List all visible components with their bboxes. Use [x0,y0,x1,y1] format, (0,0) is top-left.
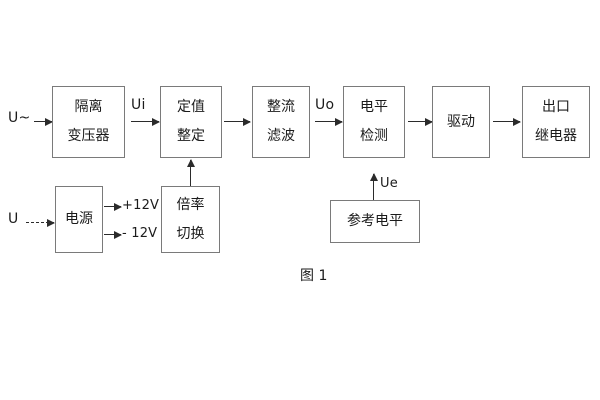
arrow-drive-to-output-relay [493,121,520,123]
block-level-detect: 电平 检测 [343,86,405,158]
block-setting-value: 定值 整定 [160,86,222,158]
block-level-detect-line-2: 检测 [360,128,388,144]
block-reference-level-line-1: 参考电平 [347,213,403,230]
arrow-reference-level-to-level-detect [373,174,375,200]
supply-negative-label: - 12V [122,226,158,241]
block-power-supply: 电源 [55,186,103,253]
block-rectify-filter: 整流 滤波 [252,86,310,158]
block-isolation-transformer: 隔离 变压器 [52,86,125,158]
input-ac-label: U~ [8,110,31,126]
arrow-input-dc-to-power-supply [26,222,54,223]
signal-ui-label: Ui [131,97,146,113]
block-output-relay: 出口 继电器 [522,86,590,158]
arrow-level-detect-to-drive [408,121,432,123]
block-isolation-transformer-line-2: 变压器 [67,128,110,144]
supply-positive-label: +12V [122,198,160,213]
block-setting-value-line-2: 整定 [177,128,205,144]
block-ratio-switch-line-1: 倍率 [176,196,205,213]
block-reference-level: 参考电平 [330,200,420,243]
arrow-ratio-switch-to-setting-value [190,160,192,186]
block-power-supply-line-1: 电源 [65,211,93,228]
block-level-detect-line-1: 电平 [360,99,388,116]
arrow-power-supply-negative-rail [104,234,121,236]
block-output-relay-line-1: 出口 [542,99,570,116]
block-rectify-filter-line-1: 整流 [267,99,295,116]
arrow-input-ac-to-isolation-transformer [34,121,52,123]
block-rectify-filter-line-2: 滤波 [267,128,295,144]
signal-uo-label: Uo [315,97,335,113]
figure-caption: 图 1 [300,268,328,284]
block-drive: 驱动 [432,86,490,158]
arrow-rectify-filter-to-level-detect [315,121,342,123]
input-dc-label: U [8,211,19,227]
block-setting-value-line-1: 定值 [177,99,205,116]
arrow-isolation-transformer-to-setting-value [131,121,159,123]
block-ratio-switch: 倍率 切换 [161,186,220,253]
block-isolation-transformer-line-1: 隔离 [74,99,103,116]
block-output-relay-line-2: 继电器 [535,128,577,144]
block-ratio-switch-line-2: 切换 [176,225,205,242]
block-drive-line-1: 驱动 [447,113,475,130]
signal-ue-label: Ue [380,176,398,191]
arrow-power-supply-positive-rail [104,206,121,208]
arrow-setting-value-to-rectify-filter [224,121,250,123]
